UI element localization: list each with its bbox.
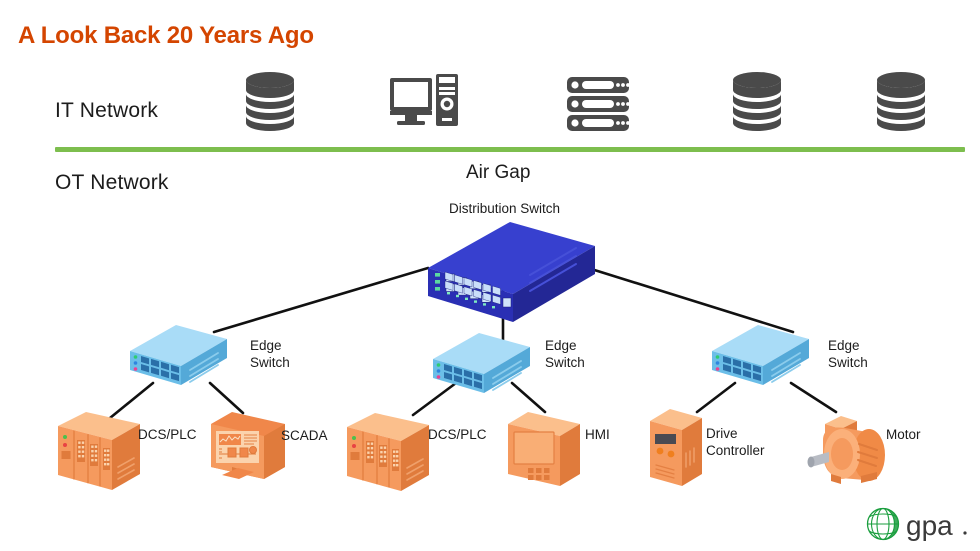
- hmi-label: HMI: [585, 427, 610, 442]
- distribution-switch-icon: [428, 222, 595, 322]
- globe-icon: [866, 507, 900, 541]
- link-edge-left-to-plc: [108, 381, 155, 420]
- motor-label: Motor: [886, 427, 921, 442]
- link-dist-to-edge-right: [586, 266, 795, 334]
- plc-label-2: DCS/PLC: [428, 427, 487, 442]
- logo-text: gpa: [906, 510, 953, 541]
- link-edge-right-to-motor: [789, 381, 838, 414]
- link-edge-mid-to-plc: [411, 381, 458, 417]
- plc-icon-2: [347, 413, 429, 491]
- logo-dot: [963, 531, 967, 535]
- edge-switch-mid-icon: [433, 333, 530, 393]
- it-ot-divider: [55, 147, 965, 152]
- hmi-icon: [508, 412, 580, 486]
- distribution-switch-label: Distribution Switch: [449, 201, 561, 216]
- link-dist-to-edge-left: [212, 266, 430, 334]
- edge-switch-left-label: Edge Switch: [250, 338, 290, 370]
- drive-controller-label: Drive Controller: [706, 426, 765, 458]
- database-icon-3: [877, 72, 925, 131]
- page-title: A Look Back 20 Years Ago: [18, 22, 314, 49]
- scada-icon: [211, 412, 285, 479]
- drive-controller-icon: [650, 409, 702, 486]
- motor-icon: [807, 416, 885, 484]
- gpa-logo: gpa: [866, 507, 967, 541]
- link-edge-mid-to-hmi: [510, 381, 547, 414]
- edge-switch-left-icon: [130, 325, 227, 385]
- it-network-label: IT Network: [55, 99, 159, 122]
- workstation-icon: [390, 74, 458, 126]
- link-edge-left-to-scada: [208, 381, 245, 415]
- database-icon-2: [733, 72, 781, 131]
- ot-network-label: OT Network: [55, 171, 169, 194]
- server-rack-icon: [567, 77, 630, 131]
- link-edge-right-to-drive: [695, 381, 737, 414]
- edge-switch-right-label: Edge Switch: [828, 338, 868, 370]
- plc-icon-1: [58, 412, 140, 490]
- edge-switch-mid-label: Edge Switch: [545, 338, 585, 370]
- plc-label-1: DCS/PLC: [138, 427, 197, 442]
- database-icon-1: [246, 72, 294, 131]
- air-gap-label: Air Gap: [466, 162, 531, 183]
- scada-label: SCADA: [281, 428, 328, 443]
- edge-switch-right-icon: [712, 325, 809, 385]
